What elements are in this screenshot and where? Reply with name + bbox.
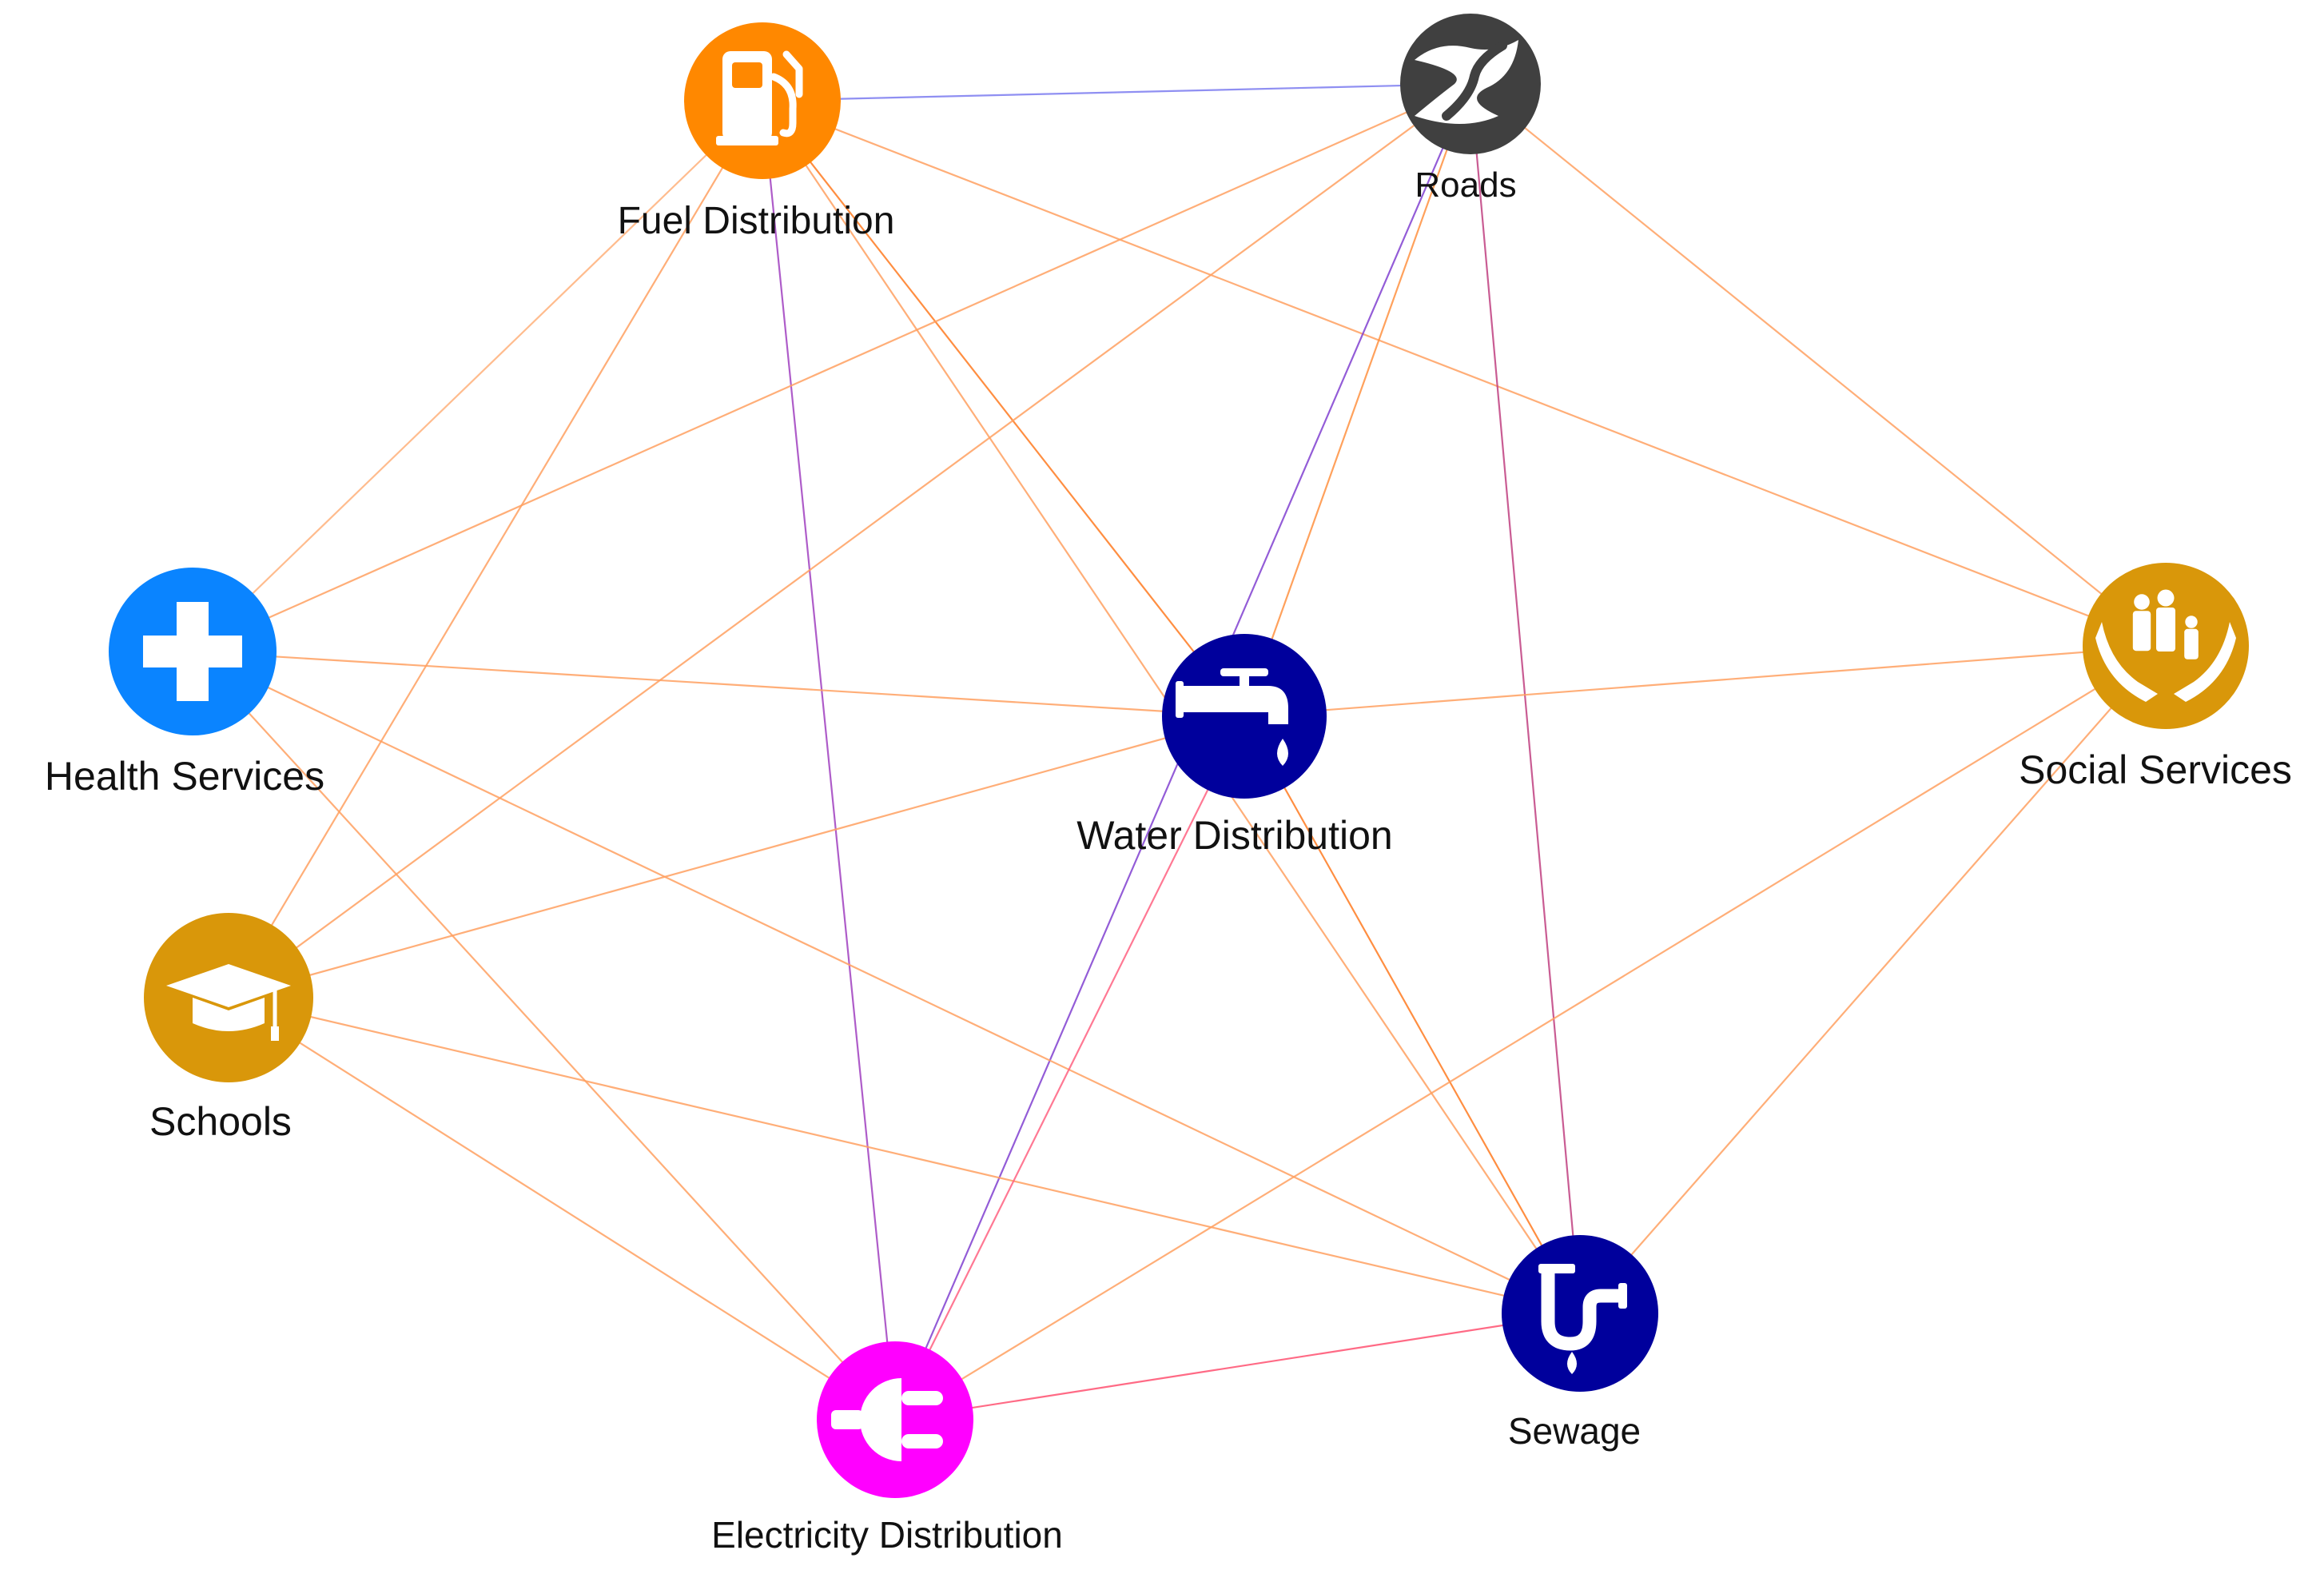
node-sewage-circle[interactable] xyxy=(1502,1235,1658,1392)
edge-schools-electricity xyxy=(228,997,896,1421)
fuel-pump-icon xyxy=(716,50,803,145)
node-schools[interactable]: Schools xyxy=(144,913,313,1144)
edge-water-sewage xyxy=(1244,715,1581,1314)
edge-roads-social xyxy=(1470,83,2167,647)
node-roads-label: Roads xyxy=(1415,165,1516,205)
road-icon xyxy=(1415,40,1518,124)
graduation-cap-icon xyxy=(166,964,291,1041)
edge-fuel-schools xyxy=(228,100,763,998)
edges-layer xyxy=(192,82,2167,1421)
edge-roads-sewage xyxy=(1469,83,1582,1314)
node-health-label: Health Services xyxy=(45,754,324,799)
node-water-circle[interactable] xyxy=(1162,634,1327,799)
edge-electricity-sewage xyxy=(894,1312,1581,1421)
node-roads[interactable]: Roads xyxy=(1400,14,1541,205)
node-water-label: Water Distribution xyxy=(1076,813,1392,858)
edge-schools-water xyxy=(228,715,1245,999)
edge-roads-health xyxy=(192,82,1471,653)
node-social-label: Social Services xyxy=(2019,747,2292,792)
family-hands-icon xyxy=(2095,589,2236,702)
edge-health-electricity xyxy=(192,651,896,1421)
edge-fuel-electricity xyxy=(761,100,897,1421)
edge-fuel-roads xyxy=(762,82,1471,102)
edge-fuel-social xyxy=(762,99,2167,648)
node-sewage-label: Sewage xyxy=(1508,1410,1641,1452)
edge-health-water xyxy=(192,650,1245,718)
water-tap-icon xyxy=(1176,668,1288,766)
node-fuel-label: Fuel Distribution xyxy=(618,200,895,242)
edge-roads-water xyxy=(1243,83,1472,717)
edge-health-sewage xyxy=(192,651,1581,1314)
node-electricity[interactable]: Electricity Distribution xyxy=(711,1341,1063,1556)
node-electricity-label: Electricity Distribution xyxy=(711,1514,1063,1556)
edge-fuel-water xyxy=(762,100,1245,717)
medical-cross-icon xyxy=(143,602,242,701)
node-sewage[interactable]: Sewage xyxy=(1502,1235,1658,1452)
edge-schools-sewage xyxy=(228,996,1581,1315)
node-social[interactable]: Social Services xyxy=(2019,563,2292,792)
node-health[interactable]: Health Services xyxy=(45,568,324,799)
node-schools-label: Schools xyxy=(149,1099,292,1144)
node-fuel[interactable]: Fuel Distribution xyxy=(618,22,895,242)
edge-roads-schools xyxy=(228,83,1471,998)
edge-social-electricity xyxy=(894,645,2167,1421)
edge-social-sewage xyxy=(1579,645,2167,1314)
sewage-pipe-icon xyxy=(1538,1264,1627,1374)
power-plug-icon xyxy=(831,1378,943,1461)
edge-water-electricity xyxy=(894,715,1245,1421)
node-water[interactable]: Water Distribution xyxy=(1076,634,1393,858)
edge-fuel-health xyxy=(192,100,763,652)
edge-water-social xyxy=(1244,644,2167,718)
